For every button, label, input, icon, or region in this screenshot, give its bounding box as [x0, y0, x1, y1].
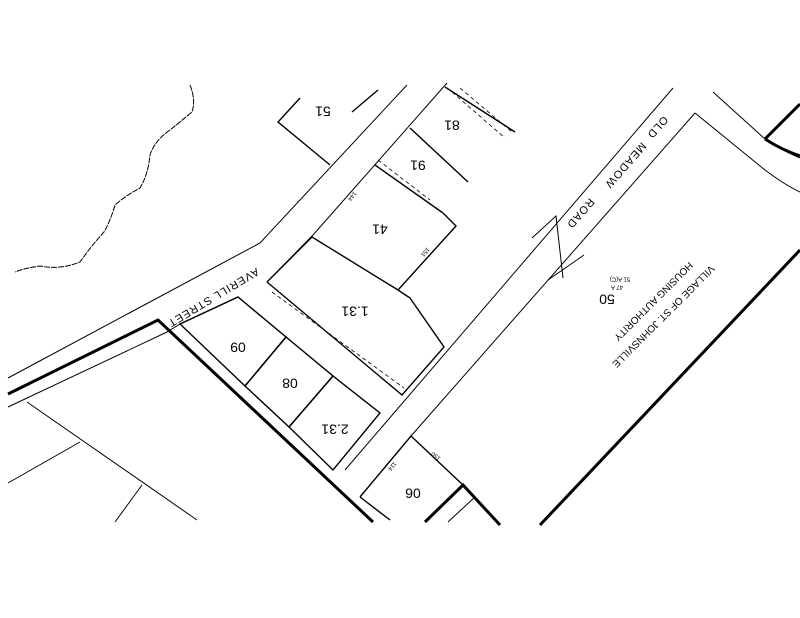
parcel-label-16: 91: [410, 157, 426, 173]
parcel-15: [276, 89, 379, 166]
parcel-90: [359, 434, 464, 521]
parcel-14: [397, 212, 457, 291]
parcel-label-60: 09: [230, 339, 246, 355]
parcel-label-80: 08: [282, 375, 298, 391]
dimension-label: 150: [430, 450, 442, 461]
old-meadow-road-edge-west: [344, 87, 674, 471]
dimension-label: 144: [346, 190, 357, 202]
parcel-05-boundary: [694, 112, 800, 193]
parcel-label-05: 50: [599, 291, 615, 307]
old-meadow-label-meadow: MEADOW: [602, 140, 648, 191]
dimension-label: 114: [386, 460, 397, 472]
creek-boundary: [14, 84, 195, 273]
parcel-13-1: [266, 236, 445, 396]
averill-street-edge-lower: [7, 323, 181, 408]
old-meadow-road-edge-east: [410, 112, 696, 437]
curved-street-edge: [712, 91, 800, 159]
averill-street-edge-north: [7, 84, 408, 379]
parcel-label-90: 06: [405, 485, 421, 501]
parcel-label-15: 51: [315, 103, 331, 119]
thick-boundary-parcel-90: [423, 482, 502, 527]
thick-boundary-east: [538, 102, 800, 527]
acreage-label-2: 51 A(C): [610, 275, 630, 281]
old-meadow-label-road: ROAD: [564, 196, 597, 231]
lot-lines-southwest: [7, 401, 198, 523]
easement-dashed-lines: [271, 87, 513, 389]
lot-line-90-south: [447, 496, 476, 523]
dimension-label: 151: [419, 246, 430, 258]
parcel-label-13-1: 1.31: [341, 303, 368, 319]
parcel-label-14: 41: [372, 221, 388, 237]
averill-street-label: AVERILL STREET: [165, 265, 261, 329]
thick-boundary-west: [7, 318, 375, 524]
parcel-label-18: 81: [444, 117, 460, 133]
parcel-16: [374, 164, 444, 214]
parcel-label-13-2: 2.31: [321, 421, 348, 437]
parcel-13-2: [288, 375, 381, 472]
road-offset-lines: [531, 214, 585, 281]
acreage-label-1: 47 A: [611, 283, 623, 289]
